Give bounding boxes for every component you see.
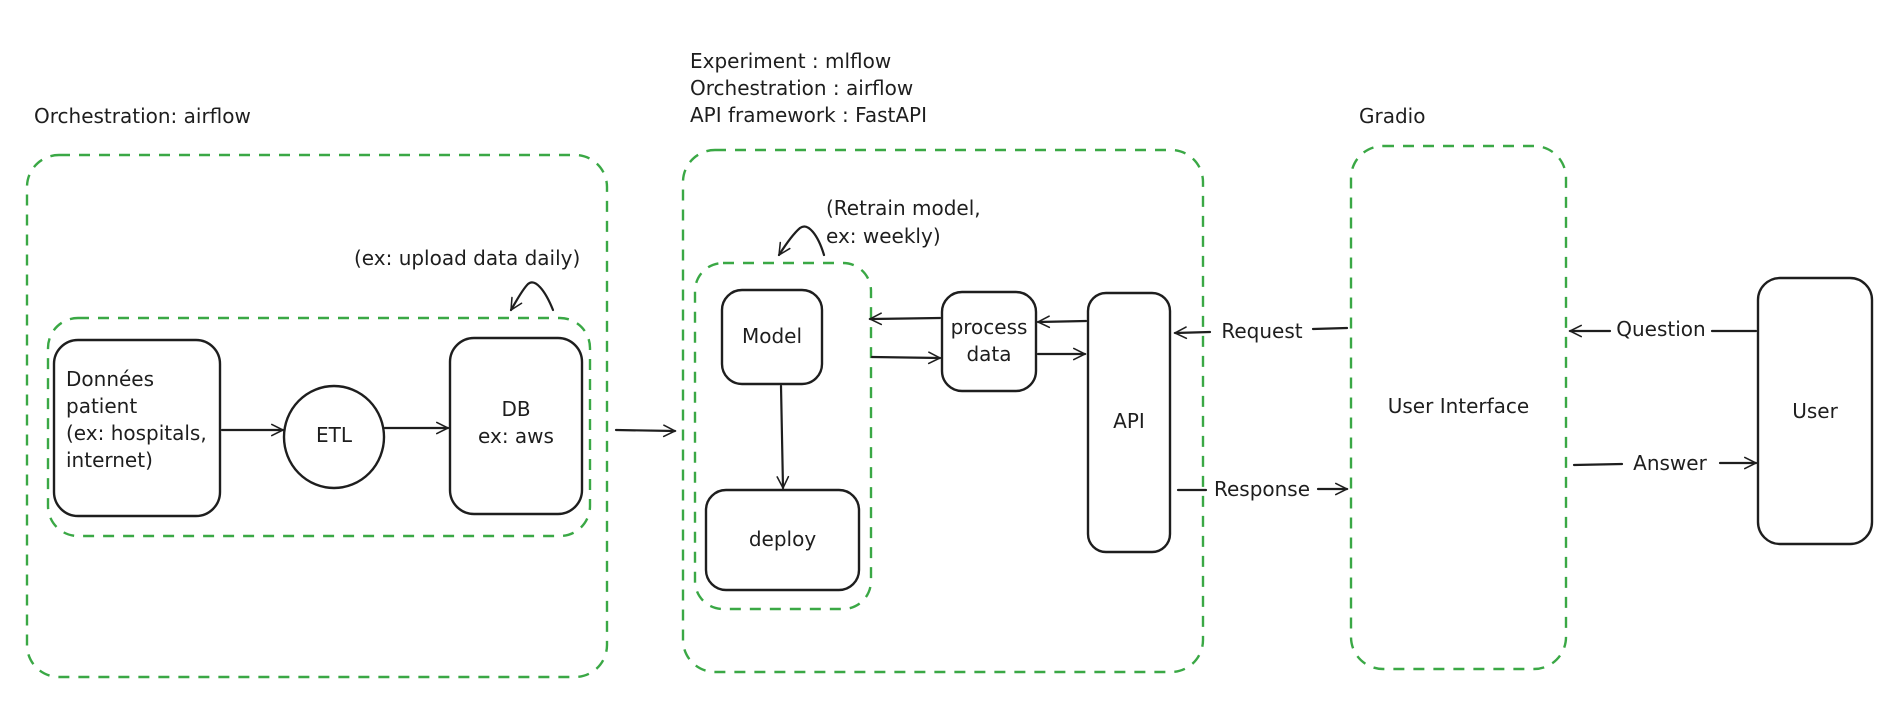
db-title: DB bbox=[501, 397, 531, 421]
group-title-gradio: Gradio bbox=[1359, 104, 1426, 128]
etl-label: ETL bbox=[316, 423, 352, 447]
edge-label-request: Request bbox=[1221, 319, 1303, 343]
process-data-label: process data bbox=[942, 314, 1036, 368]
ml-title-line-3: API framework : FastAPI bbox=[690, 103, 927, 127]
group-ml-service bbox=[681, 148, 1205, 674]
edge-label-answer: Answer bbox=[1633, 451, 1707, 475]
db-subtitle: ex: aws bbox=[478, 424, 554, 448]
node-api bbox=[1086, 291, 1172, 554]
model-label: Model bbox=[741, 324, 803, 348]
db-label: DB ex: aws bbox=[450, 396, 582, 450]
edge-request-tail bbox=[1311, 326, 1349, 331]
group-gradio bbox=[1349, 144, 1568, 671]
schedule-note-daily: (ex: upload data daily) bbox=[354, 246, 581, 270]
edge-answer-tail bbox=[1572, 462, 1624, 467]
schedule-note-weekly: (Retrain model, ex: weekly) bbox=[826, 194, 981, 250]
group-title-ml-service: Experiment : mlflow Orchestration : airf… bbox=[690, 48, 927, 129]
edge-request-head bbox=[1175, 332, 1212, 333]
ml-title-line-1: Experiment : mlflow bbox=[690, 49, 892, 73]
loop-arrow-daily bbox=[509, 281, 555, 310]
node-user bbox=[1756, 276, 1874, 546]
process-line-1: process bbox=[950, 315, 1028, 339]
edge-model-to-deploy bbox=[781, 384, 783, 488]
edge-pipeline-to-ml bbox=[614, 430, 675, 431]
node-model bbox=[720, 288, 824, 386]
patient-data-label: Données patient (ex: hospitals, internet… bbox=[66, 366, 207, 474]
node-patient-data bbox=[52, 338, 222, 518]
edge-api-to-process bbox=[1038, 321, 1088, 322]
node-etl bbox=[282, 384, 386, 490]
node-process-data bbox=[940, 290, 1038, 393]
group-data-ingestion-inner bbox=[46, 316, 592, 538]
ml-title-line-2: Orchestration : airflow bbox=[690, 76, 914, 100]
user-interface-label: User Interface bbox=[1387, 394, 1530, 418]
edge-label-question: Question bbox=[1616, 317, 1706, 341]
edge-label-response: Response bbox=[1213, 477, 1311, 501]
group-model-inner bbox=[693, 261, 873, 611]
process-line-2: data bbox=[966, 342, 1012, 366]
group-data-pipeline bbox=[25, 153, 609, 679]
loop-arrow-weekly bbox=[777, 225, 826, 255]
edge-process-to-model bbox=[870, 318, 942, 319]
group-title-data-pipeline: Orchestration: airflow bbox=[34, 104, 251, 128]
patient-line-4: internet) bbox=[66, 448, 153, 472]
weekly-note-line-1: (Retrain model, bbox=[826, 196, 981, 220]
weekly-note-line-2: ex: weekly) bbox=[826, 224, 941, 248]
node-deploy bbox=[704, 488, 861, 592]
edge-model-to-process bbox=[870, 357, 940, 358]
patient-line-2: patient bbox=[66, 394, 138, 418]
patient-line-3: (ex: hospitals, bbox=[66, 421, 207, 445]
node-db bbox=[448, 336, 584, 516]
user-label: User bbox=[1792, 399, 1838, 423]
deploy-label: deploy bbox=[748, 527, 817, 551]
patient-line-1: Données bbox=[66, 367, 155, 391]
api-label: API bbox=[1113, 409, 1145, 433]
